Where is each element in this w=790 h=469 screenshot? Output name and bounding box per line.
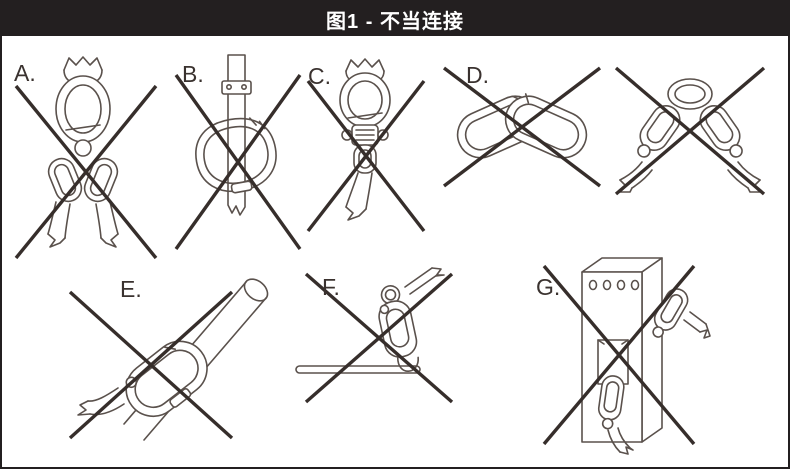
figure-a-label: A. [14, 60, 36, 86]
prohibition-x-icon [14, 84, 158, 260]
prohibition-x-icon [442, 66, 602, 188]
figure-g-label: G. [536, 274, 561, 300]
title-bar: 图1 - 不当连接 [2, 2, 788, 36]
figure-e-label: E. [120, 276, 142, 302]
figure-d1: D. [438, 60, 606, 194]
figure-d-label: D. [466, 62, 489, 88]
snap-hooks-in-anchor-plate-slot-icon [542, 257, 711, 455]
carabiner-around-large-pipe-icon [68, 278, 269, 441]
figure-b: B. [168, 54, 308, 258]
two-snap-hooks-into-one-ring-icon [614, 66, 766, 196]
figure-e: E. [54, 256, 272, 446]
figure-f: F. [294, 260, 466, 414]
prohibition-x-icon [174, 74, 302, 250]
swivel-snap-hook-on-webbing-icon [306, 58, 426, 233]
prohibition-x-icon [614, 66, 766, 196]
prohibition-x-icon [306, 79, 426, 233]
figure-c: C. [302, 55, 432, 237]
figure-d2 [608, 58, 772, 204]
prohibition-x-icon [68, 290, 234, 440]
figure-g: G. [526, 252, 714, 457]
page-title: 图1 - 不当连接 [326, 10, 464, 33]
figure-c-label: C. [308, 63, 331, 89]
figure-a: A. [10, 52, 162, 266]
snap-hook-on-thin-rod-icon [295, 267, 454, 404]
prohibition-x-icon [304, 272, 454, 404]
prohibition-x-icon [542, 264, 696, 446]
twin-snap-hooks-into-one-link-icon [14, 56, 158, 260]
figure-b-label: B. [182, 61, 204, 87]
carabiner-around-flat-bar-icon [174, 54, 302, 250]
figure-f-label: F. [322, 274, 340, 300]
carabiner-to-carabiner-icon [442, 66, 602, 188]
